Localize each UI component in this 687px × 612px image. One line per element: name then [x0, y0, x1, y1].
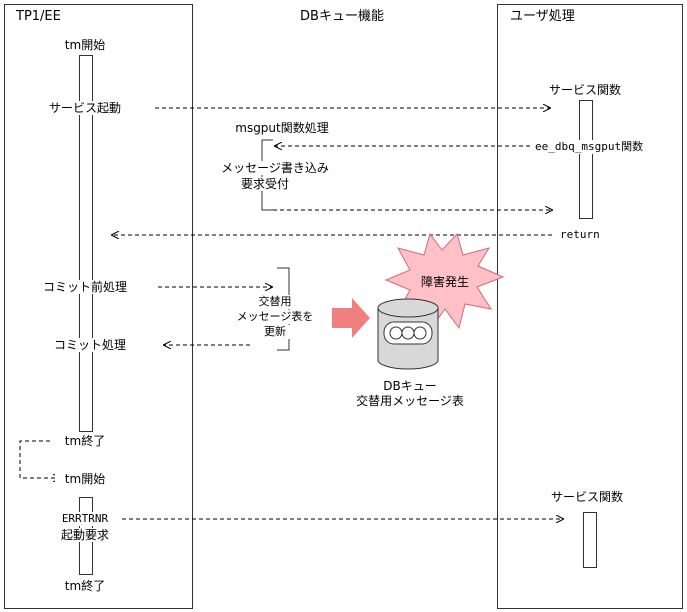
user-activation-bar-1 [579, 100, 593, 219]
tp1-activation-bar-1 [79, 55, 93, 432]
commit-pre-label: コミット前処理 [25, 280, 145, 294]
msgput-bracket [261, 139, 273, 211]
swap-table-label-2: メッセージ表を [225, 310, 325, 324]
update-arrow [332, 298, 370, 338]
errtrnr-label: ERRTRNR [50, 512, 120, 526]
db-table-label: 交替用メッセージ表 [356, 394, 464, 408]
accept-req-label: 要求受付 [225, 177, 305, 191]
tm-restart-arrow [19, 440, 60, 478]
msgput-label: msgput関数処理 [235, 121, 329, 135]
tm-end-label-2: tm終了 [55, 579, 115, 593]
swap-table-bracket [277, 267, 290, 351]
service-func-label-2: サービス関数 [550, 490, 623, 504]
swap-table-label-3: 更新 [245, 325, 305, 339]
tp1-lane-title: TP1/EE [16, 9, 61, 24]
user-activation-bar-2 [583, 512, 597, 568]
user-lane-title: ユーザ処理 [510, 9, 575, 24]
ee-dbq-msgput-label: ee_dbq_msgput関数 [535, 140, 644, 154]
dbq-lane-title: DBキュー機能 [300, 9, 384, 24]
commit-label: コミット処理 [35, 338, 145, 352]
tm-start-label-2: tm開始 [55, 472, 115, 486]
tm-end-label-1: tm終了 [55, 434, 115, 448]
tm-start-label-1: tm開始 [50, 38, 120, 52]
return-label: return [560, 228, 600, 242]
swap-table-label-1: 交替用 [240, 295, 310, 309]
write-msg-label: メッセージ書き込み [210, 161, 340, 175]
failure-label: 障害発生 [420, 275, 469, 289]
start-request-label: 起動要求 [50, 528, 120, 542]
db-name-label: DBキュー [383, 379, 437, 393]
database-icon [377, 298, 439, 370]
service-start-label: サービス起動 [30, 101, 140, 115]
service-func-label-1: サービス関数 [548, 83, 621, 97]
